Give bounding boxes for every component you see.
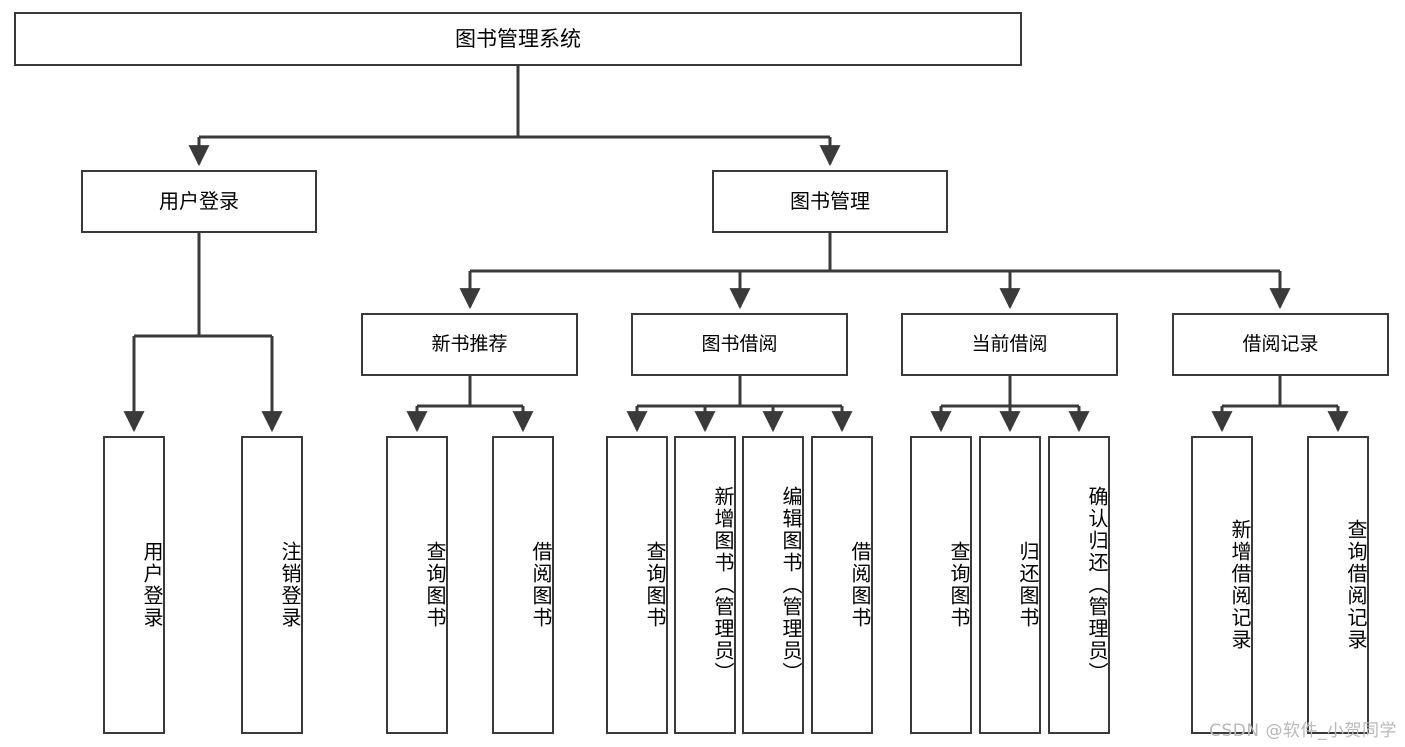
node-user-login[interactable]: 用户登录	[81, 170, 317, 233]
leaf-current-borrow-return[interactable]: 归还图书	[979, 436, 1041, 734]
node-label: 当前借阅	[971, 333, 1048, 356]
node-label: 新增图书（管理员）	[711, 486, 735, 684]
node-label: 查询借阅记录	[1344, 519, 1368, 651]
leaf-borrow-record-query[interactable]: 查询借阅记录	[1307, 436, 1369, 734]
node-book-borrow[interactable]: 图书借阅	[631, 313, 848, 376]
node-label: 图书管理系统	[455, 26, 581, 51]
node-label: 编辑图书（管理员）	[779, 486, 803, 684]
node-label: 图书借阅	[701, 333, 778, 356]
leaf-book-borrow-edit[interactable]: 编辑图书（管理员）	[742, 436, 804, 734]
node-current-borrow[interactable]: 当前借阅	[901, 313, 1118, 376]
leaf-borrow-record-add[interactable]: 新增借阅记录	[1191, 436, 1253, 734]
leaf-new-book-query[interactable]: 查询图书	[386, 436, 448, 734]
node-label: 查询图书	[947, 541, 971, 629]
leaf-current-borrow-query[interactable]: 查询图书	[910, 436, 972, 734]
node-label: 借阅记录	[1242, 333, 1319, 356]
node-label: 图书管理	[790, 188, 870, 213]
leaf-new-book-borrow[interactable]: 借阅图书	[492, 436, 554, 734]
node-label: 用户登录	[159, 188, 239, 213]
node-label: 新书推荐	[431, 333, 508, 356]
leaf-user-login-signout[interactable]: 注销登录	[241, 436, 303, 734]
node-new-book-recommend[interactable]: 新书推荐	[361, 313, 578, 376]
node-label: 借阅图书	[848, 541, 872, 629]
leaf-book-borrow-add[interactable]: 新增图书（管理员）	[674, 436, 736, 734]
node-label: 确认归还（管理员）	[1085, 486, 1109, 684]
csdn-watermark: CSDN @软件_小贺同学	[1209, 721, 1397, 741]
leaf-book-borrow-query[interactable]: 查询图书	[606, 436, 668, 734]
node-label: 注销登录	[278, 541, 302, 629]
node-label: 借阅图书	[529, 541, 553, 629]
leaf-current-borrow-confirm-return[interactable]: 确认归还（管理员）	[1048, 436, 1110, 734]
node-label: 查询图书	[643, 541, 667, 629]
node-label: 新增借阅记录	[1228, 519, 1252, 651]
node-borrow-record[interactable]: 借阅记录	[1172, 313, 1389, 376]
node-root-book-management-system[interactable]: 图书管理系统	[14, 12, 1022, 66]
node-label: 归还图书	[1016, 541, 1040, 629]
leaf-book-borrow-borrow[interactable]: 借阅图书	[811, 436, 873, 734]
node-label: 查询图书	[423, 541, 447, 629]
node-label: 用户登录	[140, 541, 164, 629]
leaf-user-login-signin[interactable]: 用户登录	[103, 436, 165, 734]
node-book-management[interactable]: 图书管理	[712, 170, 948, 233]
